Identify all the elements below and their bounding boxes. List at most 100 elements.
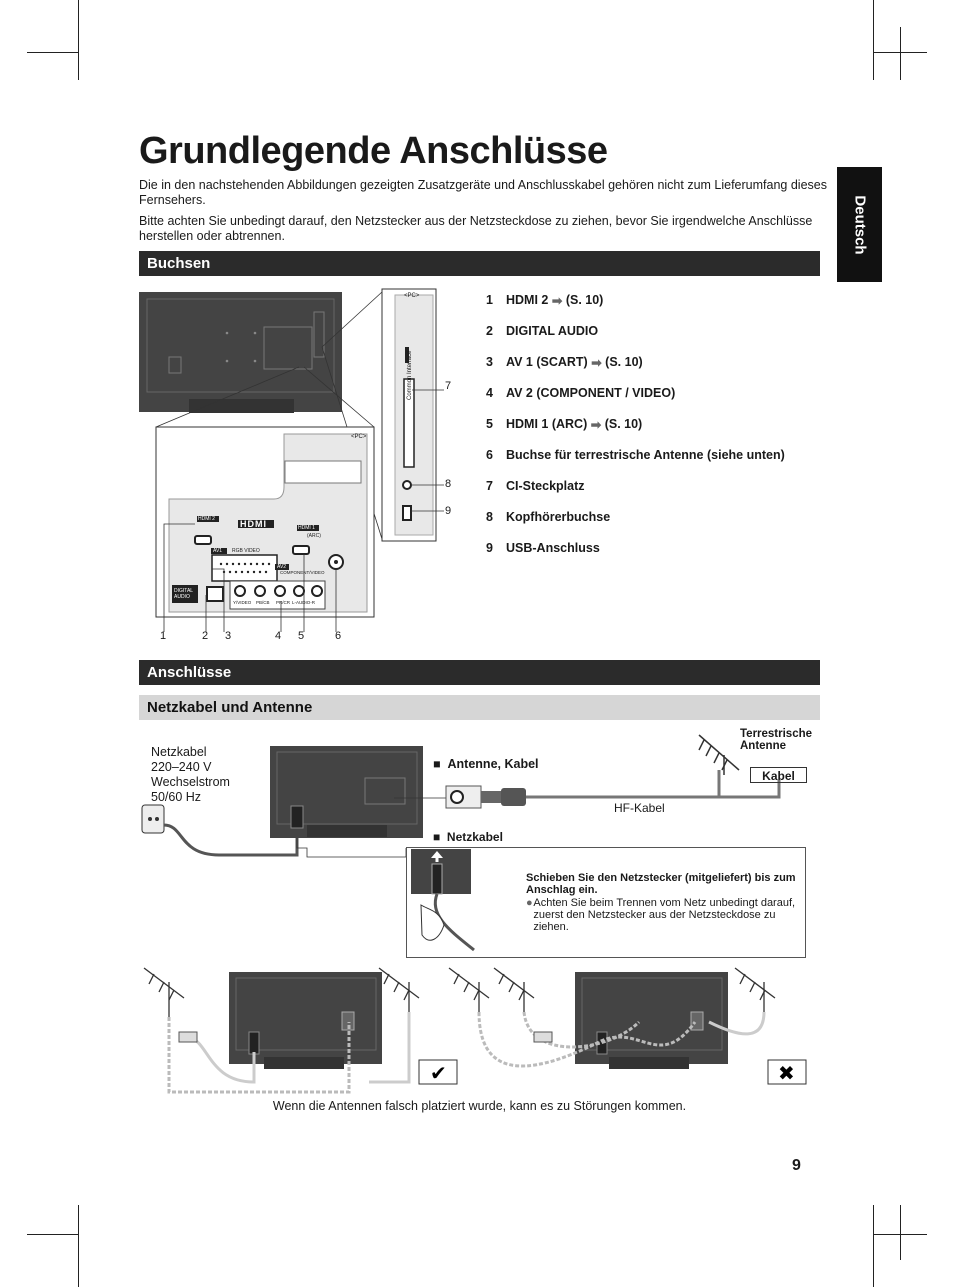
wall-socket bbox=[141, 804, 165, 834]
crop-mark bbox=[78, 1205, 79, 1287]
tv-rear-panel-diagram bbox=[139, 288, 444, 632]
jack-label-audio: L-AUDIO-R bbox=[292, 600, 316, 605]
section-header-anschluesse: Anschlüsse bbox=[139, 660, 820, 685]
rca-jack bbox=[311, 585, 323, 597]
callout-4: 4 bbox=[275, 630, 282, 642]
language-tab: Deutsch bbox=[837, 167, 882, 282]
av2-badge bbox=[275, 564, 289, 570]
rgb-video-label: RGB VIDEO bbox=[232, 548, 260, 554]
tv-stand bbox=[189, 399, 294, 413]
hf-cable bbox=[526, 780, 781, 799]
component-video-label: COMPONENT/VIDEO bbox=[280, 570, 325, 575]
check-icon: ✔ bbox=[430, 1061, 447, 1085]
rca-jack bbox=[293, 585, 305, 597]
antenna-icon bbox=[448, 967, 776, 1012]
hdmi-logo bbox=[238, 520, 274, 528]
hdmi1-port bbox=[292, 545, 310, 555]
plug-instruction: Schieben Sie den Netzstecker (mitgeliefe… bbox=[526, 872, 801, 933]
square-bullet-icon: ■ bbox=[433, 757, 441, 771]
check-mark-box bbox=[418, 1059, 458, 1085]
callout-8: 8 bbox=[445, 478, 452, 490]
side-button bbox=[405, 347, 409, 363]
hdmi2-label: HDMI 2 bbox=[198, 516, 215, 522]
callout-2: 2 bbox=[202, 630, 209, 642]
page-number: 9 bbox=[792, 1157, 801, 1174]
digital-audio-label: DIGITAL AUDIO bbox=[174, 588, 193, 600]
crop-mark bbox=[900, 1205, 901, 1260]
intro-paragraph-1: Die in den nachstehenden Abbildungen gez… bbox=[139, 178, 827, 207]
av2-label: AV2 bbox=[277, 564, 287, 570]
hdmi2-badge bbox=[197, 516, 219, 522]
common-interface-label: Common Interface bbox=[407, 350, 413, 400]
antenna-icon bbox=[143, 967, 420, 1017]
jack-label-pb: PB/CB bbox=[256, 600, 270, 605]
arrow-right-icon: ➡ bbox=[551, 294, 563, 308]
kabel-label: Kabel bbox=[750, 767, 807, 783]
antenne-kabel-heading: ■ Antenne, Kabel bbox=[433, 757, 539, 771]
power-plug bbox=[290, 805, 304, 829]
pc-label-side: <PC> bbox=[404, 293, 420, 299]
antenna-placement-diagram: ✔ ✖ bbox=[143, 967, 807, 1094]
arc-label: (ARC) bbox=[307, 533, 321, 539]
terrestrial-antenna-label: Terrestrische Antenne bbox=[740, 728, 813, 752]
callout-9: 9 bbox=[445, 505, 452, 517]
hdmi1-label: HDMI 1 bbox=[298, 525, 315, 531]
optical-port bbox=[206, 586, 224, 602]
hf-cable-label: HF-Kabel bbox=[614, 801, 665, 815]
hdmi1-badge bbox=[297, 525, 319, 531]
power-antenna-diagram bbox=[141, 734, 781, 952]
tv-stand bbox=[307, 825, 387, 837]
callout-1: 1 bbox=[160, 630, 167, 642]
headphone-jack bbox=[402, 480, 412, 490]
power-spec: Netzkabel 220–240 V Wechselstrom 50/60 H… bbox=[151, 745, 230, 804]
callout-7: 7 bbox=[445, 380, 452, 392]
callout-6: 6 bbox=[335, 630, 342, 642]
callout-3: 3 bbox=[225, 630, 232, 642]
pc-label-rear: <PC> bbox=[351, 434, 367, 440]
crop-mark bbox=[27, 52, 79, 53]
av1-badge bbox=[211, 548, 227, 554]
hdmi2-port bbox=[194, 535, 212, 545]
crop-mark bbox=[27, 1234, 79, 1235]
arrow-right-icon: ➡ bbox=[591, 356, 602, 370]
plug-bullet: ● Achten Sie beim Trennen vom Netz unbed… bbox=[526, 897, 796, 933]
rf-plug-body bbox=[501, 788, 526, 806]
rca-jack bbox=[254, 585, 266, 597]
digital-audio-badge bbox=[172, 585, 198, 603]
av1-label: AV1 bbox=[213, 548, 223, 554]
arrow-right-icon: ➡ bbox=[590, 418, 602, 432]
usb-port bbox=[402, 505, 412, 521]
tv-terminal-area bbox=[263, 326, 313, 370]
tv-terminal-area bbox=[364, 777, 406, 805]
scart-port bbox=[211, 554, 278, 582]
netzkabel-heading: ■ Netzkabel bbox=[433, 830, 503, 844]
placement-caption: Wenn die Antennen falsch platziert wurde… bbox=[272, 1099, 687, 1113]
hand-icon bbox=[420, 904, 445, 941]
crop-mark bbox=[873, 1205, 874, 1287]
page-title: Grundlegende Anschlüsse bbox=[139, 130, 608, 172]
section-header-buchsen: Buchsen bbox=[139, 251, 820, 276]
tv-vent bbox=[168, 356, 182, 374]
power-cable bbox=[163, 820, 299, 857]
power-plug-icon bbox=[178, 1031, 198, 1043]
square-bullet-icon: ■ bbox=[433, 830, 441, 844]
rca-jack bbox=[234, 585, 246, 597]
power-plug-icon bbox=[533, 1031, 553, 1043]
jack-label-pr: PR/CR bbox=[276, 600, 291, 605]
cross-icon: ✖ bbox=[778, 1061, 795, 1085]
rca-jack bbox=[274, 585, 286, 597]
cross-mark-box bbox=[767, 1059, 807, 1085]
crop-mark bbox=[78, 0, 79, 80]
bullet-icon: ● bbox=[526, 897, 533, 909]
crop-mark bbox=[873, 0, 874, 80]
power-instruction-box bbox=[406, 847, 806, 958]
